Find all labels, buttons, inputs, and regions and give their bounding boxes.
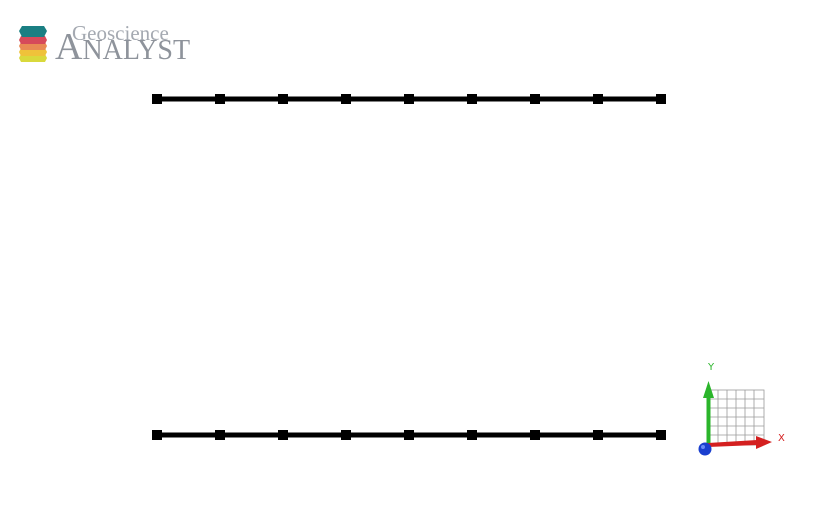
logo-text-geoscience: Geoscience (72, 21, 169, 45)
axes-grid (708, 389, 765, 446)
station-marker[interactable] (215, 94, 225, 104)
survey-line-bottom[interactable] (152, 430, 666, 440)
station-marker[interactable] (152, 430, 162, 440)
logo-text-analyst: ANALYST (55, 26, 191, 73)
station-marker[interactable] (593, 430, 603, 440)
z-axis-sphere (698, 442, 712, 456)
station-marker[interactable] (530, 430, 540, 440)
x-axis-arrow (708, 436, 772, 449)
station-marker[interactable] (152, 94, 162, 104)
station-marker[interactable] (404, 430, 414, 440)
y-axis-arrow (703, 381, 714, 446)
z-axis-highlight (701, 445, 705, 449)
station-marker[interactable] (593, 94, 603, 104)
station-marker[interactable] (530, 94, 540, 104)
station-marker[interactable] (278, 94, 288, 104)
station-marker[interactable] (404, 94, 414, 104)
station-marker[interactable] (467, 430, 477, 440)
y-axis-label: Y (707, 362, 715, 373)
station-marker[interactable] (656, 430, 666, 440)
logo-text-analyst-cap: A (55, 26, 83, 68)
station-marker[interactable] (656, 94, 666, 104)
orientation-axes-widget: Y X (698, 362, 785, 456)
logo-text-analyst-rest: NALYST (82, 35, 191, 66)
x-axis-label: X (778, 433, 785, 444)
station-marker[interactable] (341, 94, 351, 104)
station-marker[interactable] (467, 94, 477, 104)
station-marker[interactable] (215, 430, 225, 440)
geoscience-analyst-logo: Geoscience ANALYST (18, 22, 208, 70)
survey-line-top[interactable] (152, 94, 666, 104)
station-marker[interactable] (278, 430, 288, 440)
layers-logo-icon (19, 26, 47, 62)
station-marker[interactable] (341, 430, 351, 440)
